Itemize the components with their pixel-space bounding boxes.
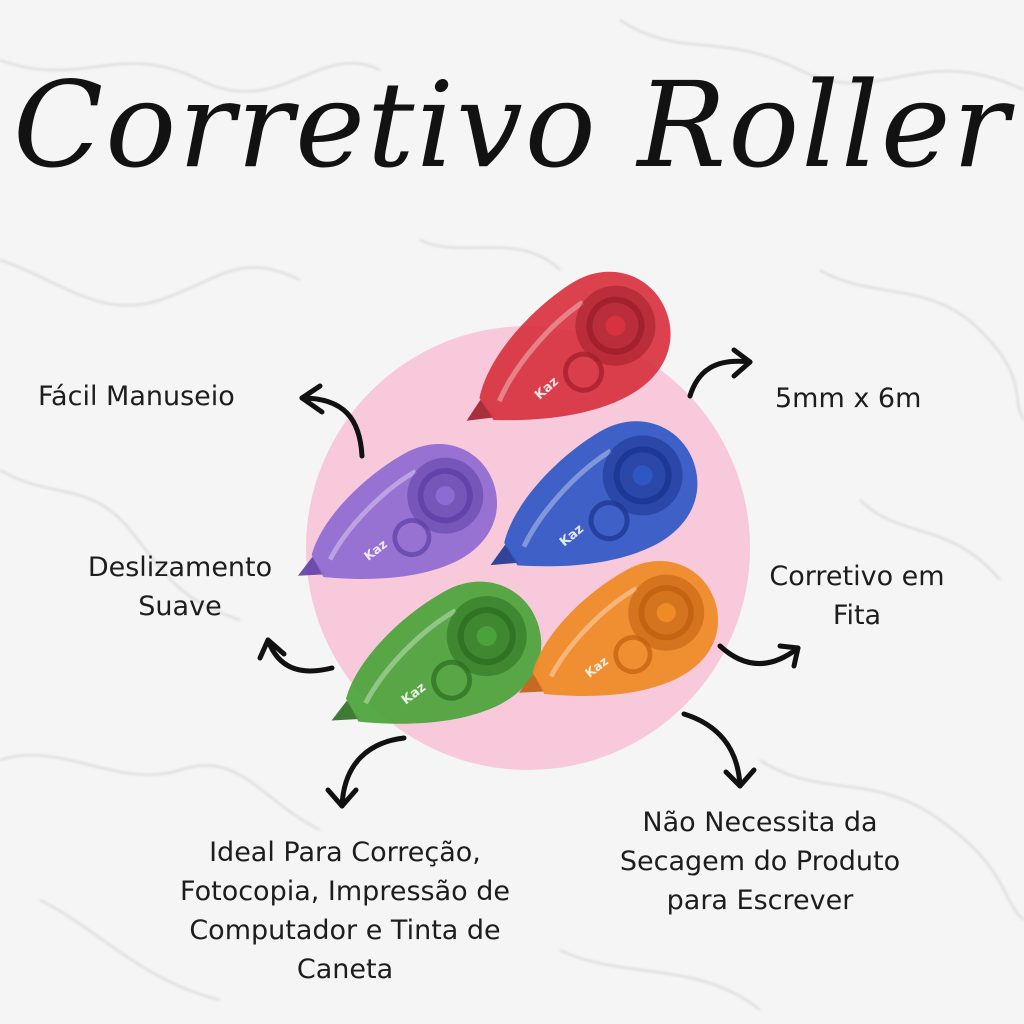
label-ideal-for: Ideal Para Correção, Fotocopia, Impressã…: [180, 837, 510, 985]
roller-spool-hub: [605, 315, 626, 336]
roller-tip: [331, 700, 360, 721]
marble-veins: [0, 19, 1024, 1011]
roller-tip: [518, 673, 546, 693]
correction-roller-red: Kaz: [466, 271, 671, 421]
roller-gear: [563, 351, 605, 393]
arrow-smooth-glide: [257, 637, 335, 674]
roller-tip: [466, 399, 495, 421]
roller-highlight: [521, 448, 612, 548]
roller-gear: [588, 500, 630, 542]
roller-highlight: [549, 586, 638, 678]
arrow-easy-handling: [299, 383, 365, 459]
correction-roller-orange: Kaz: [518, 561, 718, 696]
roller-spool-ring: [457, 607, 516, 666]
roller-gear: [431, 659, 473, 701]
roller-tip: [297, 556, 325, 576]
roller-gear: [613, 635, 653, 675]
page-title: Corretivo Roller: [13, 56, 1011, 194]
label-size: 5mm x 6m: [775, 383, 922, 414]
roller-spool-hub: [632, 465, 653, 486]
label-easy-handling: Fácil Manuseio: [38, 381, 235, 412]
arrows: [257, 347, 801, 809]
roller-highlight: [496, 300, 585, 403]
roller-spool-hub: [656, 603, 676, 623]
correction-roller-blue: Kaz: [490, 421, 698, 567]
roller-gear: [392, 518, 432, 558]
arrow-tape-corrector: [717, 643, 801, 669]
arrow-no-drying: [681, 711, 757, 789]
roller-spool-hub: [435, 486, 455, 506]
roller-spool-ring: [638, 585, 694, 641]
roller-highlight: [363, 608, 457, 705]
roller-spool-ring: [586, 296, 645, 355]
roller-spool-ring: [417, 468, 473, 524]
roller-spool-ring: [613, 446, 672, 505]
correction-roller-purple: Kaz: [297, 444, 497, 579]
label-smooth-glide: Deslizamento Suave: [87, 552, 273, 622]
roller-tip: [490, 544, 519, 566]
roller-spool-hub: [476, 626, 497, 647]
correction-roller-green: Kaz: [331, 581, 542, 724]
label-tape-corrector: Corretivo em Fita: [769, 561, 945, 631]
roller-highlight: [328, 469, 417, 561]
arrow-size: [687, 347, 753, 399]
label-no-drying: Não Necessita da Secagem do Produto para…: [619, 807, 901, 916]
arrow-ideal-for: [325, 735, 407, 809]
